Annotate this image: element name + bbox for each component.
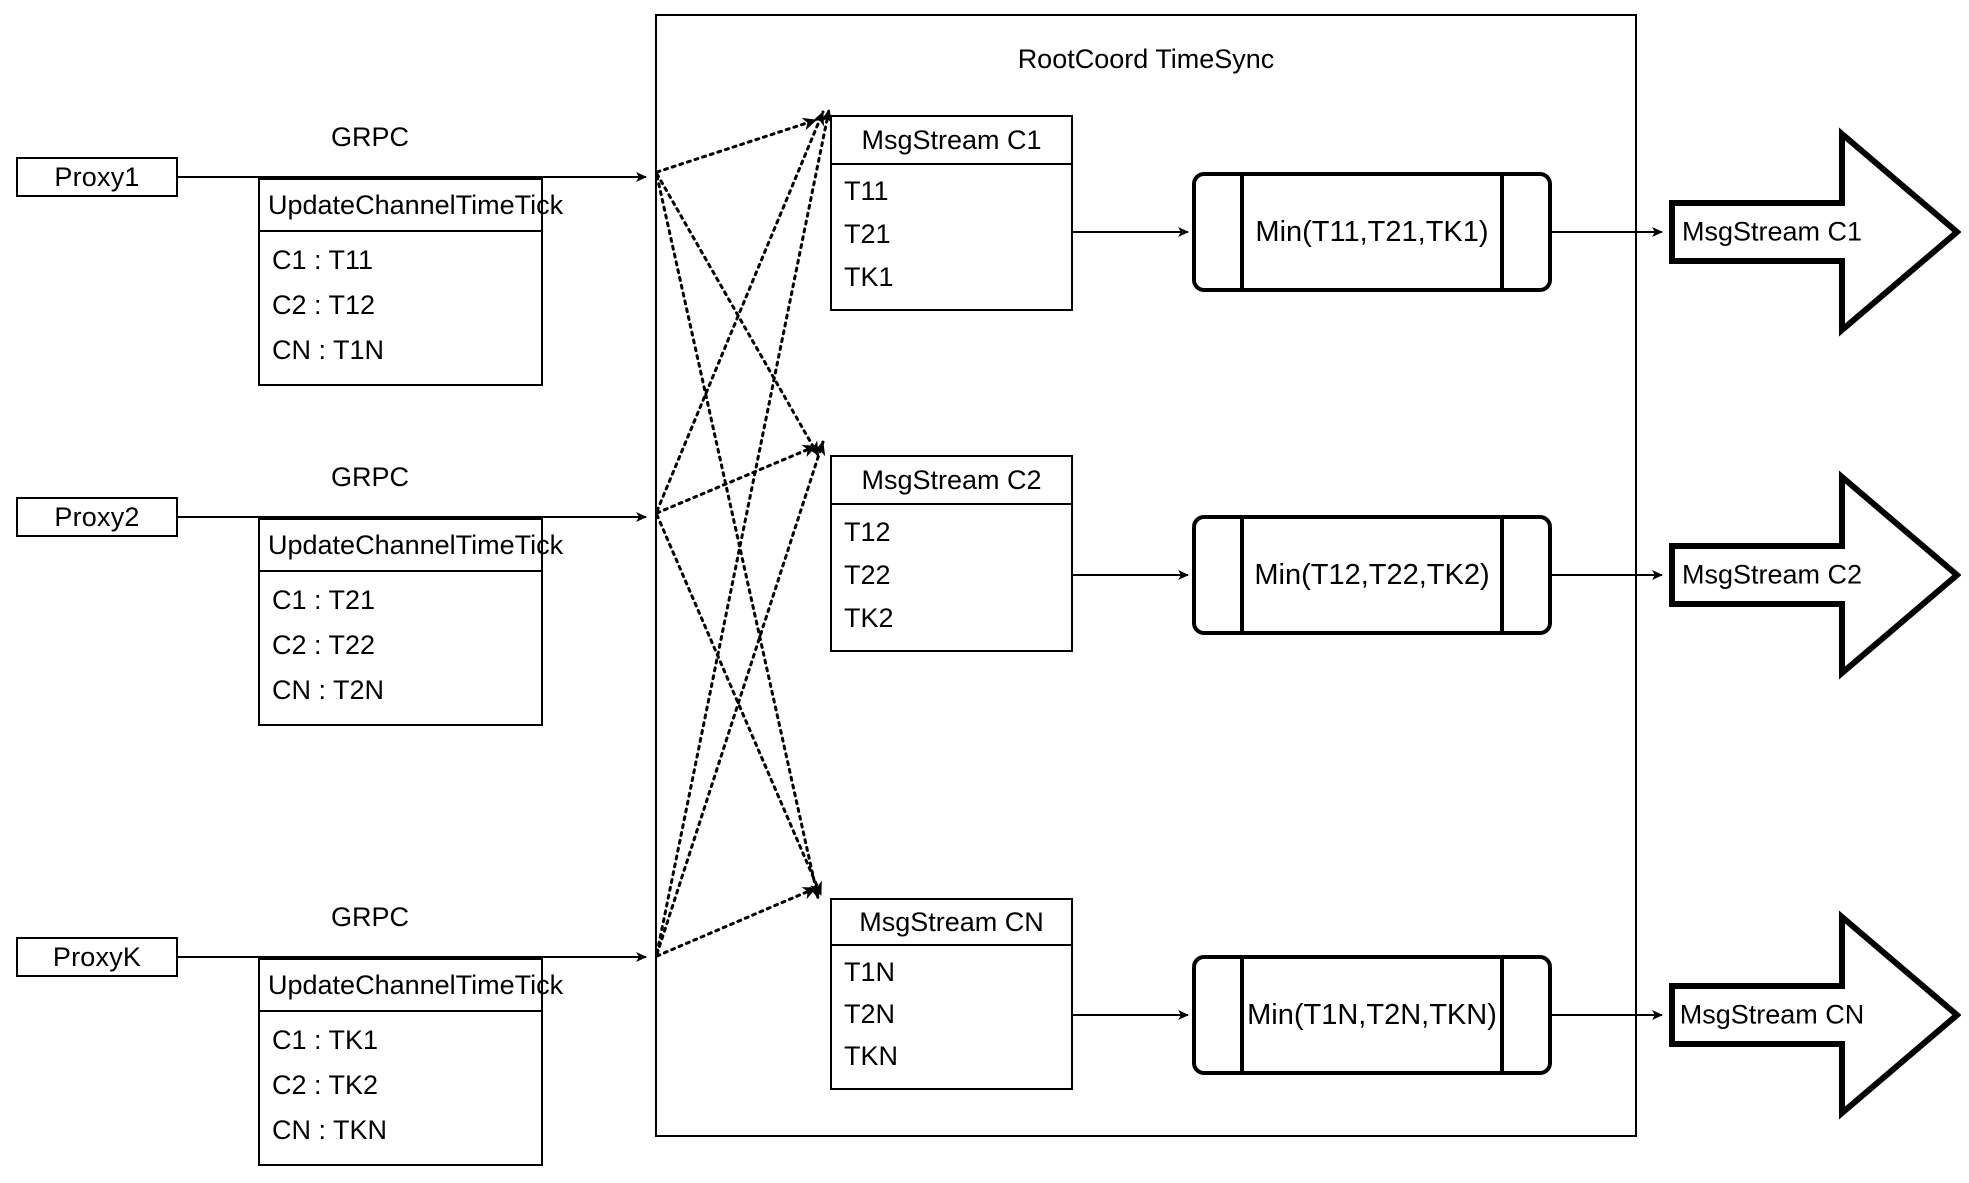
timetick-row: C2 : TK2 — [272, 1070, 379, 1101]
min-process-box-2: Min(T12,T22,TK2) — [1192, 515, 1552, 635]
update-channel-timetick-1: UpdateChannelTimeTick C1 : T11 C2 : T12 … — [258, 178, 563, 386]
timetick-row: C1 : TK1 — [272, 1024, 379, 1055]
output-block-arrow-label-c1: MsgStream C1 — [1681, 216, 1863, 247]
timetick-row: CN : TKN — [272, 1115, 388, 1146]
timetick-row: C1 : T11 — [272, 244, 374, 275]
min-process-label-3: Min(T1N,T2N,TKN) — [1247, 998, 1497, 1031]
msgstream-row: TKN — [844, 1041, 898, 1072]
timetick-row: C2 : T12 — [272, 290, 376, 321]
update-channel-timetick-2: UpdateChannelTimeTick C1 : T21 C2 : T22 … — [258, 518, 563, 726]
timetick-row: CN : T1N — [272, 335, 385, 366]
msgstream-box-c1: MsgStream C1 T11 T21 TK1 — [830, 115, 1073, 311]
msgstream-row: TK2 — [844, 602, 894, 633]
msgstream-title-cn: MsgStream CN — [832, 900, 1071, 946]
grpc-label-2: GRPC — [330, 462, 409, 492]
msgstream-title-c2: MsgStream C2 — [832, 457, 1071, 505]
update-channel-timetick-rows-k: C1 : TK1 C2 : TK2 CN : TKN — [260, 1012, 541, 1164]
msgstream-row: TK1 — [844, 261, 894, 292]
output-block-arrow-c1: MsgStream C1 — [1669, 120, 1961, 344]
process-divider-right — [1500, 959, 1504, 1071]
process-divider-right — [1500, 519, 1504, 631]
update-channel-timetick-title-2: UpdateChannelTimeTick — [260, 520, 563, 572]
msgstream-row: T1N — [844, 957, 896, 988]
msgstream-box-cn: MsgStream CN T1N T2N TKN — [830, 898, 1073, 1090]
output-block-arrow-c2: MsgStream C2 — [1669, 463, 1961, 687]
update-channel-timetick-title-k: UpdateChannelTimeTick — [260, 960, 563, 1012]
msgstream-box-c2: MsgStream C2 T12 T22 TK2 — [830, 455, 1073, 652]
msgstream-rows-cn: T1N T2N TKN — [832, 946, 1071, 1088]
grpc-label-1: GRPC — [330, 122, 409, 152]
proxy-box-1[interactable]: Proxy1 — [16, 157, 178, 197]
timetick-row: C1 : T21 — [272, 584, 376, 615]
msgstream-rows-c1: T11 T21 TK1 — [832, 165, 1071, 309]
rootcoord-timesync-title: RootCoord TimeSync — [1017, 44, 1275, 74]
proxy-box-2[interactable]: Proxy2 — [16, 497, 178, 537]
update-channel-timetick-title-1: UpdateChannelTimeTick — [260, 180, 563, 232]
min-process-box-1: Min(T11,T21,TK1) — [1192, 172, 1552, 292]
update-channel-timetick-rows-1: C1 : T11 C2 : T12 CN : T1N — [260, 232, 541, 384]
msgstream-row: T2N — [844, 999, 896, 1030]
process-divider-left — [1240, 176, 1244, 288]
min-process-label-2: Min(T12,T22,TK2) — [1254, 558, 1490, 591]
timetick-row: C2 : T22 — [272, 630, 376, 661]
grpc-label-k: GRPC — [330, 902, 409, 932]
update-channel-timetick-k: UpdateChannelTimeTick C1 : TK1 C2 : TK2 … — [258, 958, 563, 1166]
msgstream-row: T11 — [844, 176, 889, 207]
min-process-label-1: Min(T11,T21,TK1) — [1255, 215, 1489, 248]
output-block-arrow-label-cn: MsgStream CN — [1679, 999, 1865, 1030]
msgstream-row: T21 — [844, 219, 891, 250]
process-divider-left — [1240, 959, 1244, 1071]
process-divider-right — [1500, 176, 1504, 288]
msgstream-row: T12 — [844, 516, 891, 547]
update-channel-timetick-rows-2: C1 : T21 C2 : T22 CN : T2N — [260, 572, 541, 724]
timetick-row: CN : T2N — [272, 675, 385, 706]
output-block-arrow-cn: MsgStream CN — [1669, 903, 1961, 1127]
min-process-box-3: Min(T1N,T2N,TKN) — [1192, 955, 1552, 1075]
msgstream-title-c1: MsgStream C1 — [832, 117, 1071, 165]
output-block-arrow-label-c2: MsgStream C2 — [1681, 559, 1863, 590]
msgstream-rows-c2: T12 T22 TK2 — [832, 505, 1071, 650]
rootcoord-timesync-container — [655, 14, 1637, 1137]
process-divider-left — [1240, 519, 1244, 631]
proxy-box-k[interactable]: ProxyK — [16, 937, 178, 977]
msgstream-row: T22 — [844, 559, 891, 590]
